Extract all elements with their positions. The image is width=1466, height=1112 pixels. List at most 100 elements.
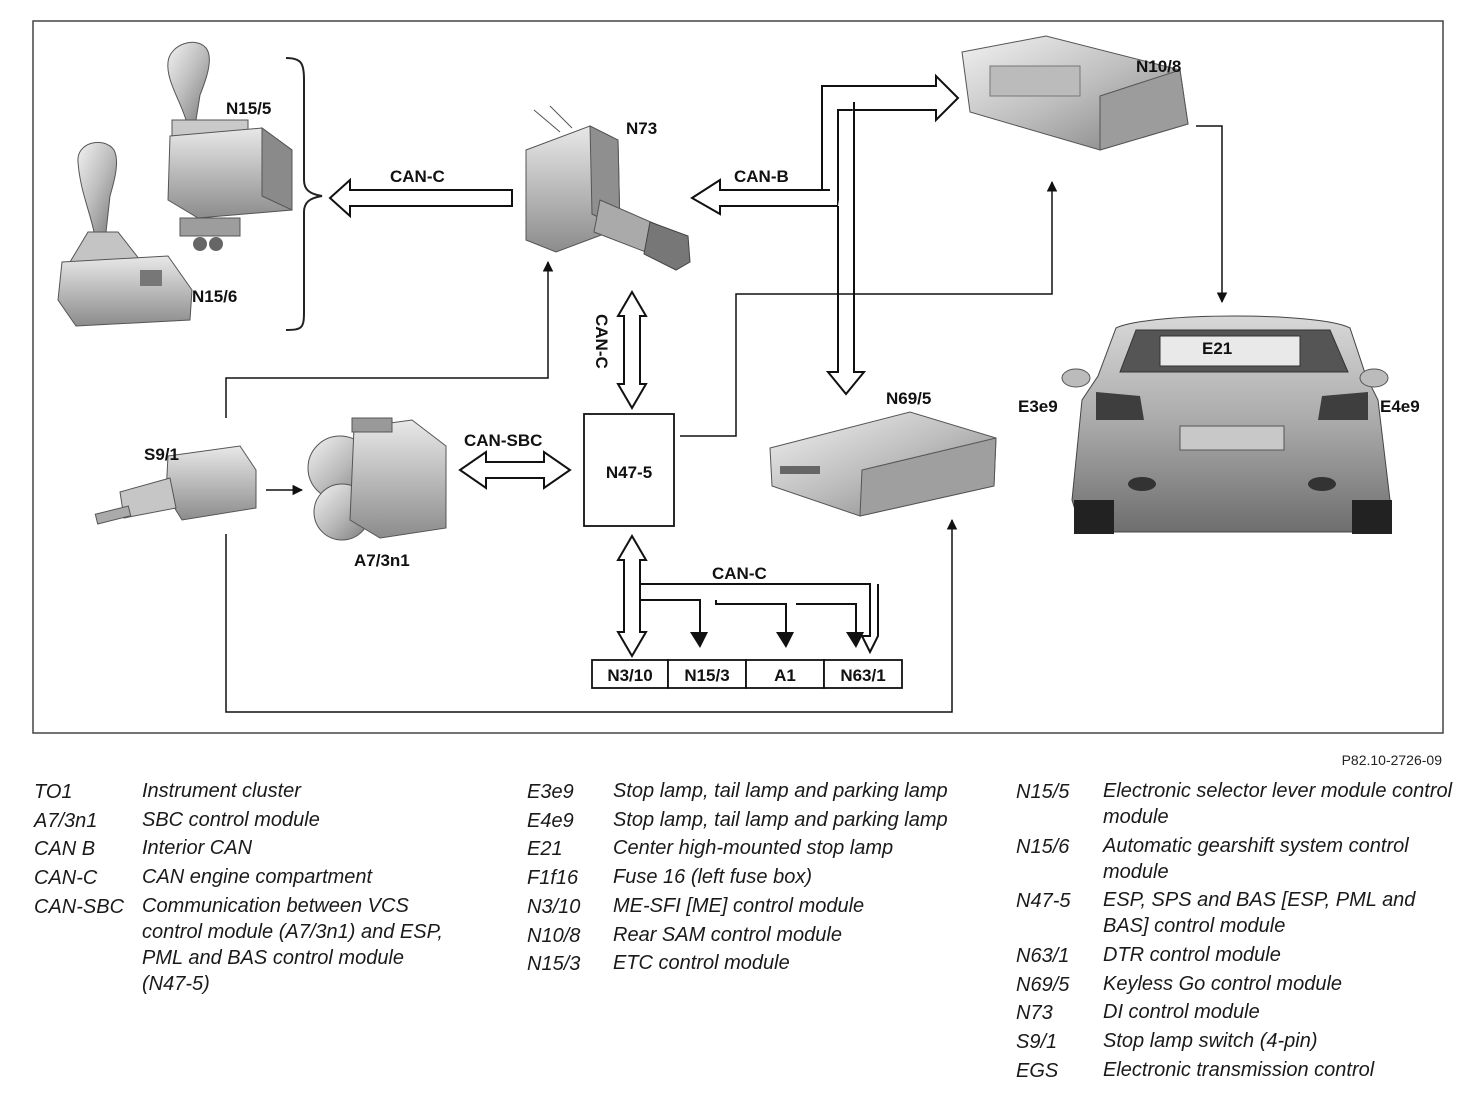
legend-code: N10/8 [527,924,581,947]
legend-desc: Stop lamp, tail lamp and parking lamp [613,780,948,802]
legend-code: N3/10 [527,895,581,918]
car-rear-view-image [1061,315,1392,534]
legend-row: TO1 Instrument cluster [34,778,454,807]
legend-code: N15/5 [1016,781,1070,803]
label-n73: N73 [626,119,657,138]
legend-column-1: TO1 Instrument cluster A7/3n1 SBC control … [34,778,454,1000]
bracket [285,57,323,331]
legend-desc: SBC control module [142,808,320,831]
legend-row: E21 Center high-mounted stop lamp [527,835,967,864]
legend-row: N3/10 ME-SFI [ME] control module [527,893,967,922]
module-label-n15-3: N15/3 [684,666,729,685]
legend-desc: Rear SAM control module [613,923,842,946]
figure-reference: P82.10-2726-09 [1341,752,1442,768]
legend-code: CAN-SBC [34,895,125,918]
legend-code: N63/1 [1016,945,1070,968]
legend-code: A7/3n1 [34,809,98,832]
legend-row: CAN-SBC Communication between VCS control… [34,893,454,1000]
legend-code: N15/6 [1016,835,1070,858]
label-n47-5: N47-5 [606,463,652,482]
legend-row: EGS Electronic transmission control [1016,1057,1456,1086]
legend-code: S9/1 [1016,1031,1058,1054]
gearshift-system-image [57,141,193,327]
legend-row: A7/3n1 SBC control module [34,807,454,836]
legend-row: N15/6 Automatic gearshift system control … [1016,833,1456,888]
legend-code: N47-5 [1016,890,1071,913]
bus-label-can-c-vertical: CAN-C [592,314,611,369]
module-label-n63-1: N63/1 [840,666,885,685]
label-n15-6: N15/6 [192,287,237,306]
bottom-module-row: N3/10 N15/3 A1 N63/1 [591,659,903,689]
legend-code: F1f16 [527,867,579,890]
module-box-n15-3 [667,659,747,689]
legend-desc: Keyless Go control module [1103,972,1343,995]
diagram-frame [32,20,1444,734]
legend-desc: Automatic gearshift system control modul… [1103,834,1409,883]
legend-code: E3e9 [527,781,574,803]
legend-desc: Instrument cluster [142,780,301,802]
legend-row: N73 DI control module [1016,999,1456,1028]
label-n15-5: N15/5 [226,99,271,118]
legend-desc: DI control module [1103,1001,1260,1024]
stop-lamp-switch-image [94,445,257,525]
legend-desc: Fuse 16 (left fuse box) [613,866,812,889]
legend-column-3: N15/5 Electronic selector lever module co… [1016,778,1456,1086]
legend-desc: Electronic selector lever module control… [1103,780,1453,828]
label-e4e9: E4e9 [1380,397,1420,416]
module-box-n63-1 [823,659,903,689]
legend-row: E3e9 Stop lamp, tail lamp and parking lam… [527,778,967,807]
legend-row: N15/5 Electronic selector lever module co… [1016,778,1456,833]
legend-code: EGS [1016,1059,1059,1082]
legend-code: N15/3 [527,953,581,976]
n47-5-box [583,413,675,527]
legend-desc: Interior CAN [142,837,253,860]
legend-code: N69/5 [1016,973,1070,996]
bus-label-can-c-bottom: CAN-C [712,564,767,583]
legend-desc: DTR control module [1103,944,1281,967]
legend-desc: ME-SFI [ME] control module [613,894,865,917]
label-s9-1: S9/1 [144,445,179,464]
keyless-go-module-image [769,411,997,517]
legend-row: E4e9 Stop lamp, tail lamp and parking lam… [527,807,967,836]
module-label-a1: A1 [774,666,796,685]
legend-row: F1f16 Fuse 16 (left fuse box) [527,864,967,893]
legend-desc: Stop lamp, tail lamp and parking lamp [613,808,948,831]
legend-row: CAN-C CAN engine compartment [34,864,454,893]
label-n69-5: N69/5 [886,389,931,408]
bus-label-can-b: CAN-B [734,167,789,186]
legend-code: E21 [527,838,563,861]
legend-desc: CAN engine compartment [142,866,373,889]
legend-desc: Electronic transmission control [1103,1058,1375,1081]
bus-label-can-sbc: CAN-SBC [464,431,542,450]
wiring-diagram: N3/10 N15/3 A1 N63/1 N15/5 N15/6 N73 N10… [32,20,1444,734]
legend-desc: Communication between VCS control module… [142,894,443,995]
legend-code: N73 [1016,1002,1053,1025]
legend-code: TO1 [34,781,73,803]
legend-row: S9/1 Stop lamp switch (4-pin) [1016,1028,1456,1057]
module-box-n3-10 [591,659,669,689]
selector-lever-module-image [167,41,293,251]
label-a7-3n1: A7/3n1 [354,551,410,570]
legend-desc: Stop lamp switch (4-pin) [1103,1030,1318,1053]
label-e3e9: E3e9 [1018,397,1058,416]
legend-desc: ETC control module [613,952,790,975]
legend-row: N69/5 Keyless Go control module [1016,971,1456,1000]
label-n10-8: N10/8 [1136,57,1181,76]
legend-code: E4e9 [527,809,574,832]
legend-desc: Center high-mounted stop lamp [613,837,894,860]
legend-row: N15/3 ETC control module [527,950,967,979]
sbc-control-module-image [307,417,447,541]
label-e21: E21 [1202,339,1232,358]
legend-desc: ESP, SPS and BAS [ESP, PML and BAS] cont… [1103,889,1416,938]
legend-code: CAN B [34,838,96,861]
legend-row: N10/8 Rear SAM control module [527,922,967,951]
rear-sam-module-image [961,35,1189,151]
di-control-module-image [525,105,691,271]
connection-lines [225,73,1228,713]
bus-label-can-c-top: CAN-C [390,167,445,186]
legend-row: CAN B Interior CAN [34,835,454,864]
legend-row: N47-5 ESP, SPS and BAS [ESP, PML and BAS]… [1016,887,1456,942]
module-label-n3-10: N3/10 [607,666,652,685]
legend-code: CAN-C [34,867,98,890]
